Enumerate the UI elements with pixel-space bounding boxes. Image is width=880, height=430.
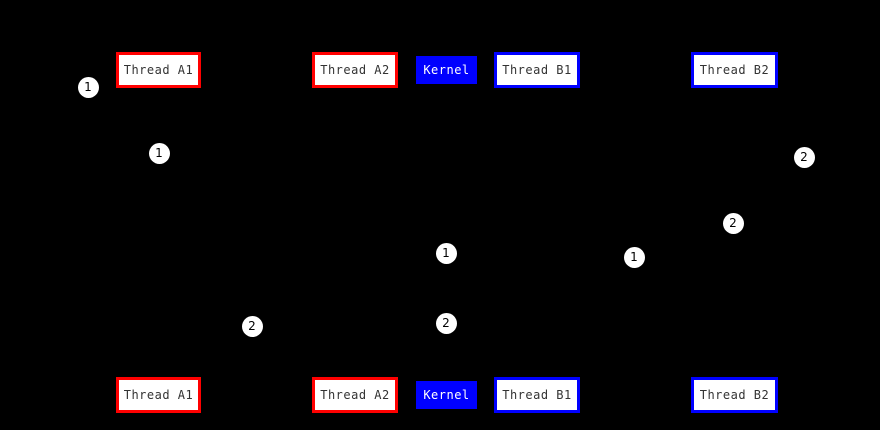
participant-label: Thread A2 — [320, 63, 390, 77]
sequence-badge-2: 2 — [793, 146, 815, 168]
participant-thread-b2-top[interactable]: Thread B2 — [691, 52, 778, 88]
message-2 — [446, 157, 734, 158]
participant-thread-b1-bottom[interactable]: Thread B1 — [494, 377, 580, 413]
sequence-badge-1: 1 — [623, 246, 645, 268]
lifeline-thread-b1 — [537, 88, 538, 377]
sequence-badge-2: 2 — [435, 312, 457, 334]
lifeline-kernel — [446, 84, 447, 381]
participant-label: Thread A2 — [320, 388, 390, 402]
sequence-badge-1: 1 — [148, 142, 170, 164]
participant-kernel-bottom[interactable]: Kernel — [416, 381, 477, 409]
participant-label: Thread B2 — [699, 63, 770, 77]
message-4 — [355, 253, 446, 254]
participant-thread-a2-top[interactable]: Thread A2 — [312, 52, 398, 88]
participant-thread-a2-bottom[interactable]: Thread A2 — [312, 377, 398, 413]
participant-label: Thread B2 — [699, 388, 770, 402]
lifeline-thread-a2 — [355, 88, 356, 377]
participant-label: Thread B1 — [502, 388, 572, 402]
message-7 — [446, 323, 537, 324]
sequence-badge-2: 2 — [241, 315, 263, 337]
participant-thread-a1-top[interactable]: Thread A1 — [116, 52, 201, 88]
participant-thread-a1-bottom[interactable]: Thread A1 — [116, 377, 201, 413]
sequence-badge-1: 1 — [77, 76, 99, 98]
participant-kernel-top[interactable]: Kernel — [416, 56, 477, 84]
sequence-badge-1: 1 — [435, 242, 457, 264]
participant-label: Kernel — [423, 63, 470, 77]
message-3 — [446, 223, 734, 224]
participant-label: Thread A1 — [123, 388, 194, 402]
participant-thread-b1-top[interactable]: Thread B1 — [494, 52, 580, 88]
message-1 — [158, 153, 355, 154]
participant-label: Thread A1 — [123, 63, 194, 77]
participant-thread-b2-bottom[interactable]: Thread B2 — [691, 377, 778, 413]
lifeline-thread-a1 — [158, 88, 159, 377]
sequence-badge-2: 2 — [722, 212, 744, 234]
participant-label: Kernel — [423, 388, 470, 402]
participant-label: Thread B1 — [502, 63, 572, 77]
